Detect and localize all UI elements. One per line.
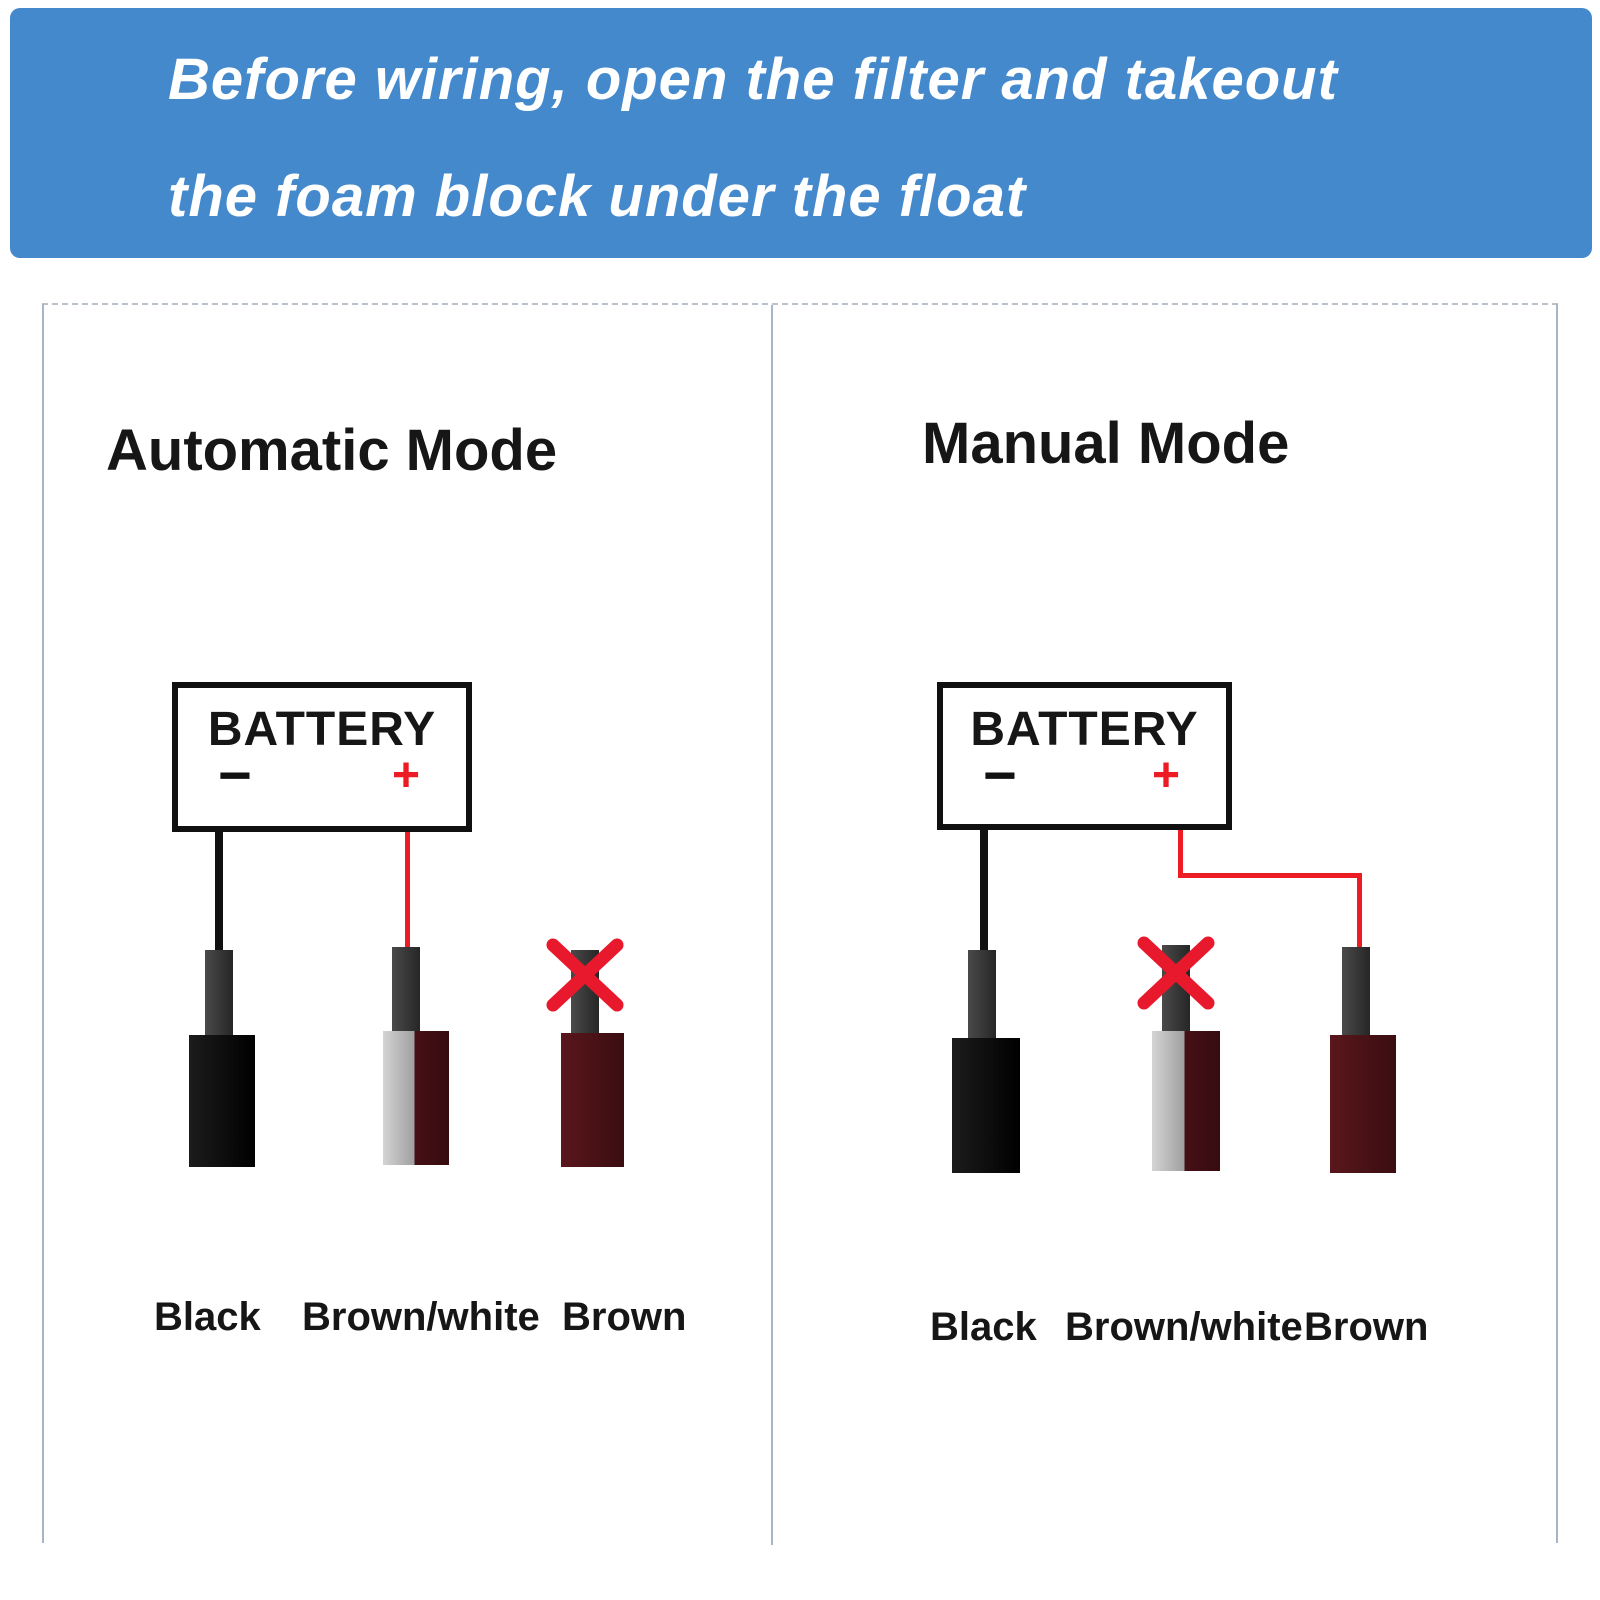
black-wire-from-negative: [980, 830, 988, 952]
wire-label-brownwhite: Brown/white: [302, 1295, 540, 1339]
panel-title-manual: Manual Mode: [922, 411, 1290, 476]
brown-connector-body: [561, 1033, 624, 1167]
brownwhite-connector-body: [383, 1031, 449, 1165]
banner-text-line1: Before wiring, open the filter and takeo…: [168, 47, 1338, 112]
red-wire-segment-to-brown: [1357, 873, 1362, 949]
battery-label: BATTERY: [970, 703, 1199, 756]
black-connector-body: [189, 1035, 255, 1167]
x-mark-icon: [1137, 936, 1215, 1010]
black-connector-body: [952, 1038, 1020, 1173]
red-wire-segment-across: [1178, 873, 1362, 878]
red-wire-from-positive: [405, 832, 410, 950]
brown-connector-pin: [1342, 947, 1370, 1037]
instruction-banner: Before wiring, open the filter and takeo…: [10, 8, 1592, 258]
wire-label-brownwhite: Brown/white: [1065, 1305, 1303, 1349]
battery-box-manual: BATTERY − +: [937, 682, 1232, 830]
red-wire-segment-down: [1178, 830, 1183, 878]
brown-connector-body: [1330, 1035, 1396, 1173]
battery-label: BATTERY: [207, 703, 437, 756]
black-connector-pin: [968, 950, 996, 1040]
brownwhite-connector-pin: [392, 947, 420, 1033]
black-wire-from-negative: [215, 832, 223, 952]
panel-manual-mode: Manual Mode BATTERY − +: [773, 305, 1560, 1545]
banner-text-line2: the foam block under the float: [168, 164, 1027, 229]
panel-automatic-mode: Automatic Mode BATTERY − +: [44, 305, 771, 1545]
battery-terminals: − +: [943, 745, 1226, 807]
wire-label-brown: Brown: [1304, 1305, 1429, 1349]
wire-label-black: Black: [154, 1295, 261, 1339]
battery-minus-terminal: −: [218, 743, 252, 808]
battery-minus-terminal: −: [983, 743, 1017, 808]
x-mark-icon: [546, 938, 624, 1012]
battery-box-automatic: BATTERY − +: [172, 682, 472, 832]
panel-divider-line: [771, 305, 773, 1545]
brownwhite-connector-body: [1152, 1031, 1220, 1171]
wiring-diagram: Automatic Mode BATTERY − +: [42, 303, 1560, 1545]
black-connector-pin: [205, 950, 233, 1038]
battery-plus-terminal: +: [391, 749, 420, 802]
wire-label-brown: Brown: [562, 1295, 687, 1339]
battery-terminals: − +: [178, 745, 466, 807]
panel-title-automatic: Automatic Mode: [106, 418, 558, 483]
wire-label-black: Black: [930, 1305, 1037, 1349]
battery-plus-terminal: +: [1151, 749, 1180, 802]
